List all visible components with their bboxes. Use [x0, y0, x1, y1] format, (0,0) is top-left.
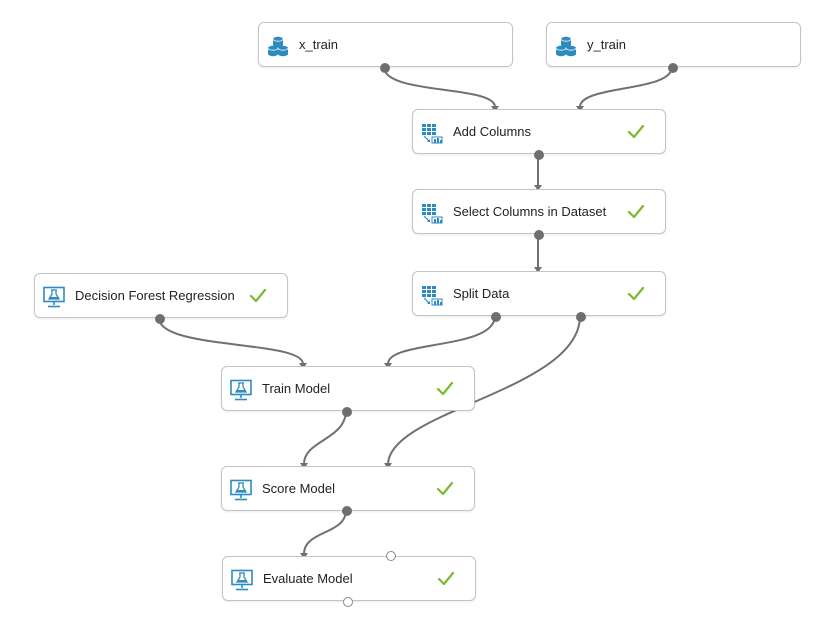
output-port[interactable]	[534, 150, 544, 160]
data-transform-icon	[422, 124, 443, 144]
edge-train-model-to-score-model	[303, 409, 347, 465]
module-label: x_train	[299, 37, 339, 52]
output-port-2[interactable]	[576, 312, 586, 322]
output-port[interactable]	[534, 230, 544, 240]
output-port[interactable]	[342, 407, 352, 417]
module-label: Split Data	[453, 286, 510, 301]
checkmark-icon	[627, 204, 645, 219]
edge-y-train-to-add-columns	[579, 66, 673, 108]
checkmark-icon	[436, 381, 454, 396]
dataset-icon	[555, 36, 577, 57]
edge-split-data-to-train-model	[387, 315, 496, 365]
ml-module-icon	[43, 286, 65, 308]
module-split-data[interactable]: Split Data	[412, 271, 666, 322]
module-label: Score Model	[262, 481, 335, 496]
edge-decision-forest-to-train-model	[158, 317, 304, 365]
module-select-columns[interactable]: Select Columns in Dataset	[412, 189, 666, 240]
data-transform-icon	[422, 204, 443, 224]
data-transform-icon	[422, 286, 443, 306]
module-add-columns[interactable]: Add Columns	[412, 109, 666, 160]
ml-module-icon	[230, 379, 252, 401]
edge-score-model-to-evaluate-model	[303, 509, 347, 555]
output-port[interactable]	[342, 506, 352, 516]
module-label: y_train	[587, 37, 627, 52]
module-decision-forest-regression[interactable]: Decision Forest Regression	[34, 273, 288, 324]
module-label: Decision Forest Regression	[75, 288, 235, 303]
checkmark-icon	[249, 288, 267, 303]
output-port[interactable]	[380, 63, 390, 73]
input-port-empty[interactable]	[386, 551, 396, 561]
output-port[interactable]	[155, 314, 165, 324]
module-label: Add Columns	[453, 124, 532, 139]
dataset-icon	[267, 36, 289, 57]
checkmark-icon	[437, 571, 455, 586]
module-label: Select Columns in Dataset	[453, 204, 607, 219]
module-evaluate-model[interactable]: Evaluate Model	[222, 551, 476, 607]
edge-x-train-to-add-columns	[383, 66, 496, 108]
output-port-1[interactable]	[491, 312, 501, 322]
checkmark-icon	[627, 124, 645, 139]
ml-module-icon	[230, 479, 252, 501]
output-port[interactable]	[668, 63, 678, 73]
module-score-model[interactable]: Score Model	[221, 466, 475, 516]
output-port-empty[interactable]	[343, 597, 353, 607]
module-x-train[interactable]: x_train	[258, 22, 513, 73]
checkmark-icon	[627, 286, 645, 301]
module-label: Evaluate Model	[263, 571, 353, 586]
ml-module-icon	[231, 569, 253, 591]
module-y-train[interactable]: y_train	[546, 22, 801, 73]
module-label: Train Model	[262, 381, 331, 396]
module-train-model[interactable]: Train Model	[221, 366, 475, 417]
checkmark-icon	[436, 481, 454, 496]
